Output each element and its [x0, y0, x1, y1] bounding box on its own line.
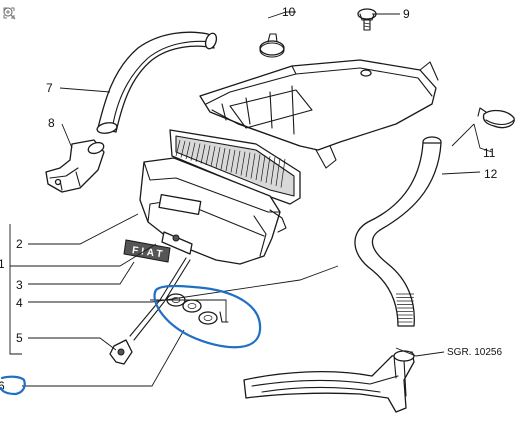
callout-10: 10 — [282, 5, 296, 19]
air-filter-housing — [139, 157, 287, 265]
air-filter-element — [169, 129, 301, 205]
callout-9: 9 — [403, 7, 410, 21]
callout-4: 4 — [16, 296, 23, 310]
callout-7: 7 — [46, 81, 53, 95]
leader-lines — [9, 11, 493, 387]
callout-1: 1 — [0, 257, 5, 271]
callout-8: 8 — [48, 116, 55, 130]
callout-5: 5 — [16, 331, 23, 345]
callout-6: 6 — [0, 379, 5, 393]
fit-to-page-icon[interactable] — [2, 6, 16, 20]
air-cleaner-cover — [199, 59, 439, 169]
markup-annotations — [0, 284, 262, 396]
zoom-out-icon[interactable] — [2, 6, 16, 20]
callout-11: 11 — [483, 146, 496, 160]
callout-2: 2 — [16, 237, 23, 251]
callout-3: 3 — [16, 278, 23, 292]
hose-clamp — [259, 33, 285, 58]
brand-plate-text: FIAT — [131, 245, 166, 261]
brand-plate: FIAT — [123, 239, 171, 263]
reference-code: SGR. 10256 — [447, 347, 502, 358]
screw — [357, 8, 377, 31]
markup-circle-callout-6 — [0, 375, 26, 396]
callout-labels: 10 9 7 8 11 12 2 1 3 4 5 6 SGR. 10256 — [0, 5, 502, 393]
hose-bracket — [45, 139, 105, 193]
zoom-toolbar — [2, 6, 16, 54]
callout-12: 12 — [484, 167, 498, 181]
intake-hose — [96, 31, 218, 134]
air-duct-hose — [354, 136, 442, 327]
markup-circle-grommets — [153, 284, 262, 349]
drain-valve — [109, 257, 191, 365]
pipe-clamp — [477, 107, 515, 129]
intake-scoop — [243, 350, 415, 413]
